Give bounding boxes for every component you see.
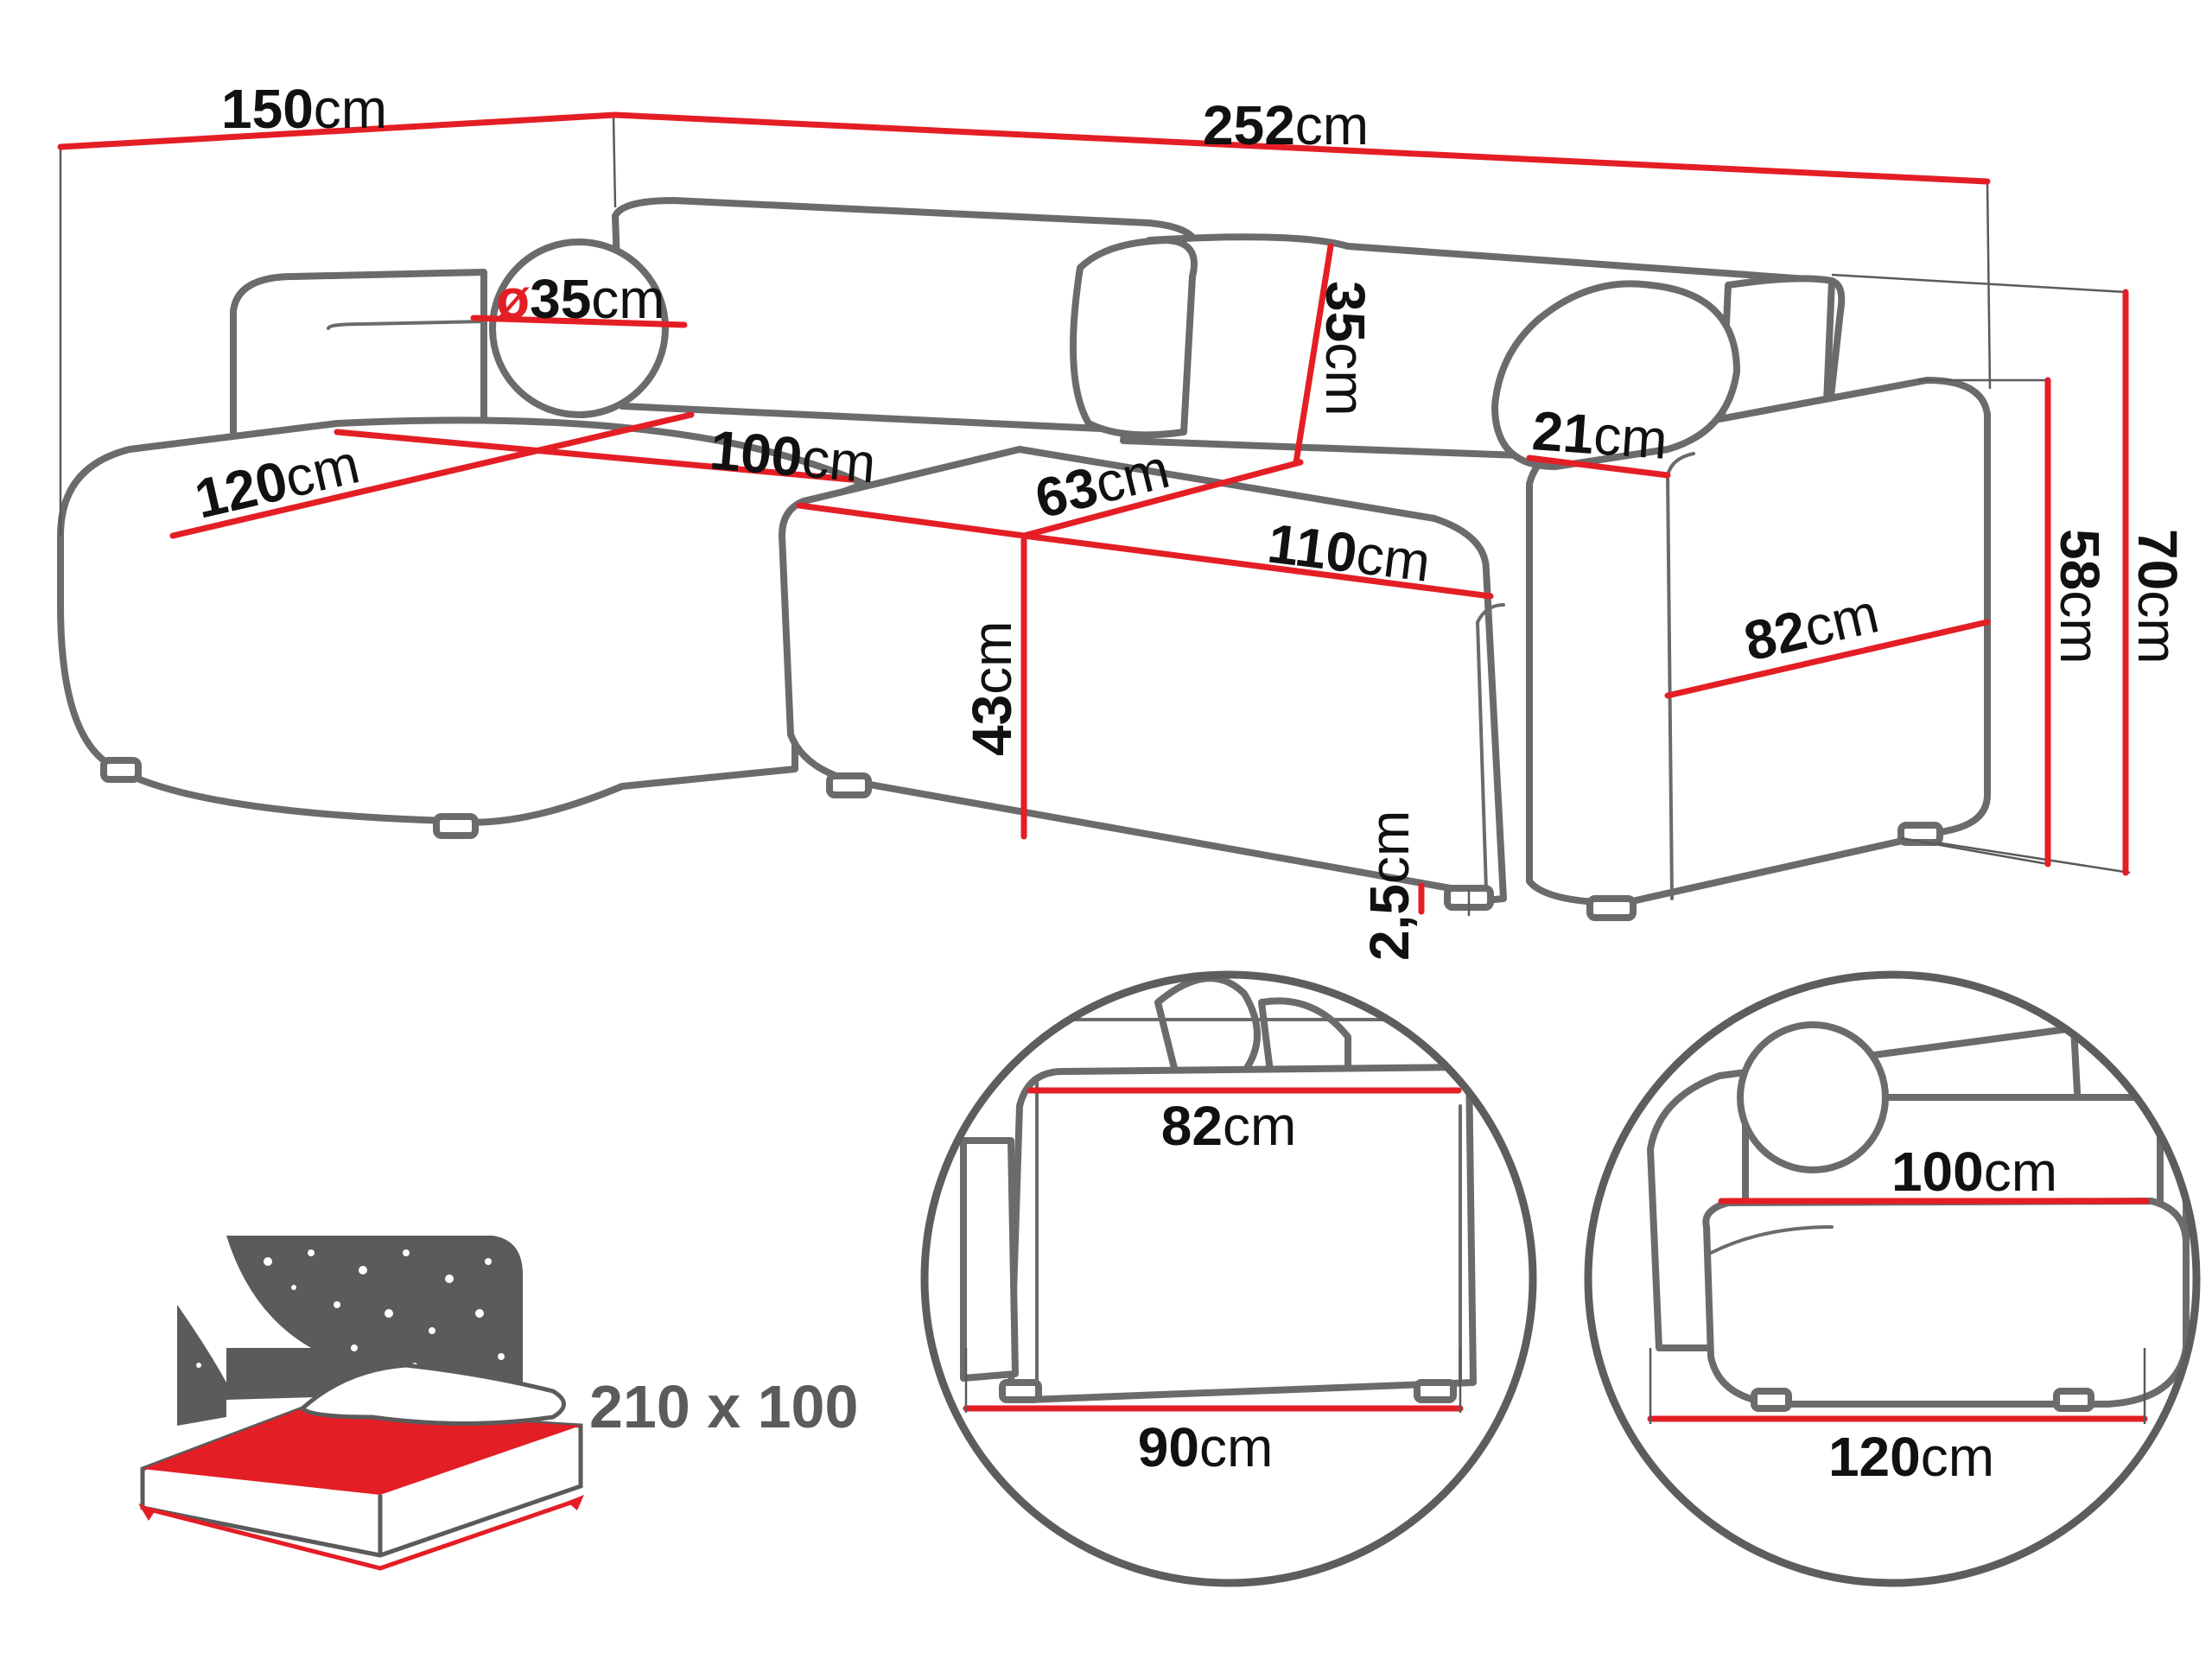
label-detail-right-bottom: 120cm — [1828, 1426, 1994, 1488]
label-backrest-height: 35cm — [1314, 281, 1376, 416]
back-bolster — [1070, 237, 1198, 439]
middle-seat-edge — [1475, 603, 1505, 892]
label-detail-right-top: 100cm — [1891, 1141, 2057, 1203]
label-chaise-width: 100cm — [708, 418, 879, 494]
bolster-cushion — [1491, 280, 1740, 470]
chaise-back-inner — [327, 320, 486, 330]
leg — [433, 813, 479, 839]
label-seat-height: 43cm — [961, 621, 1023, 757]
label-total-height: 70cm — [2126, 529, 2189, 664]
round-cushion — [489, 238, 669, 418]
leg — [1586, 895, 1637, 921]
label-armrest-height: 58cm — [2049, 529, 2111, 664]
dimension-lines-main — [57, 111, 2129, 915]
bed-icon: 210 x 100 — [138, 1236, 858, 1571]
detail-armrest: 82cm 90cm — [920, 970, 1537, 1587]
detail-chaise: 100cm 120cm — [1584, 970, 2201, 1587]
label-armrest-width: 21cm — [1530, 399, 1669, 471]
label-leg-height: 2,5cm — [1358, 810, 1421, 961]
chaise-back — [230, 269, 487, 444]
label-armrest-depth: 82cm — [1738, 582, 1885, 672]
label-bed-size: 210 x 100 — [589, 1373, 858, 1440]
label-total-length: 252cm — [1203, 94, 1369, 156]
bed-dimension-arrow — [142, 1497, 582, 1571]
curtain-panel — [177, 1305, 226, 1426]
label-depth-left: 150cm — [221, 78, 387, 140]
label-detail-left-bottom: 90cm — [1138, 1416, 1274, 1478]
leg — [100, 757, 142, 783]
label-detail-left-top: 82cm — [1161, 1095, 1297, 1157]
guide-lines — [59, 116, 2131, 916]
armrest-front-edge — [1666, 474, 1674, 900]
leg — [826, 772, 872, 798]
mattress — [143, 1408, 581, 1495]
bed-pillows — [299, 1363, 566, 1426]
label-cushion-diameter: ø35cm — [496, 268, 665, 330]
sofa-drawing — [57, 197, 1991, 921]
label-seat-width: 110cm — [1264, 512, 1433, 593]
stars — [196, 1249, 505, 1368]
